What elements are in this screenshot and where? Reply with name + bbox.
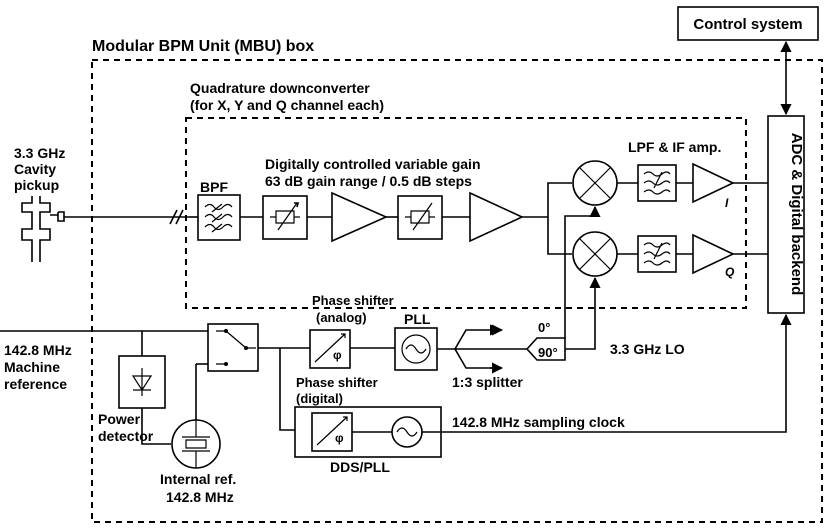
ps-digital-label-2: (digital) [296,391,343,406]
q-output-label: Q [725,265,735,279]
sampling-clock-line [422,313,792,433]
dds-pll-label: DDS/PLL [330,459,390,475]
cable-break-icon [169,209,184,225]
i-output-label: I [725,196,729,210]
ps-analog-label-1: Phase shifter [312,293,394,308]
lo-label: 3.3 GHz LO [610,341,685,357]
adc-backend-label: ADC & Digital backend [788,133,805,296]
rf-split-lines [547,182,572,255]
ps-digital-phi: φ [335,431,344,445]
if-amp-q-icon [692,233,735,275]
crystal-icon [182,420,210,468]
mbu-box-title: Modular BPM Unit (MBU) box [92,38,314,55]
ref-switch-icon [216,330,256,365]
attenuator-2-box [397,195,443,240]
amplifier-1-icon [331,191,388,243]
ref-label-2: Machine [4,359,60,375]
ps-digital-label-1: Phase shifter [296,375,378,390]
quad-title-1: Quadrature downconverter [190,80,370,96]
phase-shifter-digital-icon [316,416,348,446]
phase-shifter-analog-icon [314,333,346,363]
control-system-label: Control system [693,16,802,33]
attenuator-1-icon [270,202,300,231]
mbu-box-border [91,59,823,523]
bpf-box [197,194,241,241]
splitter-label: 1:3 splitter [452,374,523,390]
adc-backend-box [767,115,805,314]
if-amp-i-icon [692,162,735,204]
lpf-q-icon [643,242,671,266]
pll-oscillator-icon [401,334,431,364]
attenuator-2-icon [405,202,435,231]
vga-title-1: Digitally controlled variable gain [265,156,481,172]
bpf-filter-icon [204,203,233,233]
deg90-label: 90° [538,345,558,360]
attenuator-1-box [262,195,308,240]
ps-analog-phi: φ [333,348,342,362]
int-ref-label-2: 142.8 MHz [166,489,234,505]
pll-label: PLL [404,311,431,327]
ref-label-3: reference [4,376,67,392]
splitter-lines [454,329,527,369]
quad-downconverter-border [185,117,747,309]
diode-icon [131,368,153,396]
vga-title-2: 63 dB gain range / 0.5 dB steps [265,173,472,189]
lo-i-line [564,205,601,338]
cavity-label-3: pickup [14,177,59,193]
lo-q-line [565,276,601,350]
cavity-label-2: Cavity [14,161,56,177]
cavity-pickup-icon [21,196,65,262]
deg0-label: 0° [538,320,550,335]
int-ref-label-1: Internal ref. [160,471,236,487]
clock-label: 142.8 MHz sampling clock [452,414,625,430]
control-system-box [677,6,819,41]
quad-title-2: (for X, Y and Q channel each) [190,97,384,113]
lpf-if-label: LPF & IF amp. [628,139,721,155]
bpf-label: BPF [200,179,228,195]
power-label-1: Power [98,411,141,427]
lpf-i-icon [643,171,671,195]
power-to-oscillator [141,408,171,445]
ref-label-1: 142.8 MHz [4,342,72,358]
cavity-label-1: 3.3 GHz [14,145,65,161]
ps-analog-label-2: (analog) [316,310,367,325]
power-label-2: detector [98,428,154,444]
amplifier-2-icon [469,191,524,243]
